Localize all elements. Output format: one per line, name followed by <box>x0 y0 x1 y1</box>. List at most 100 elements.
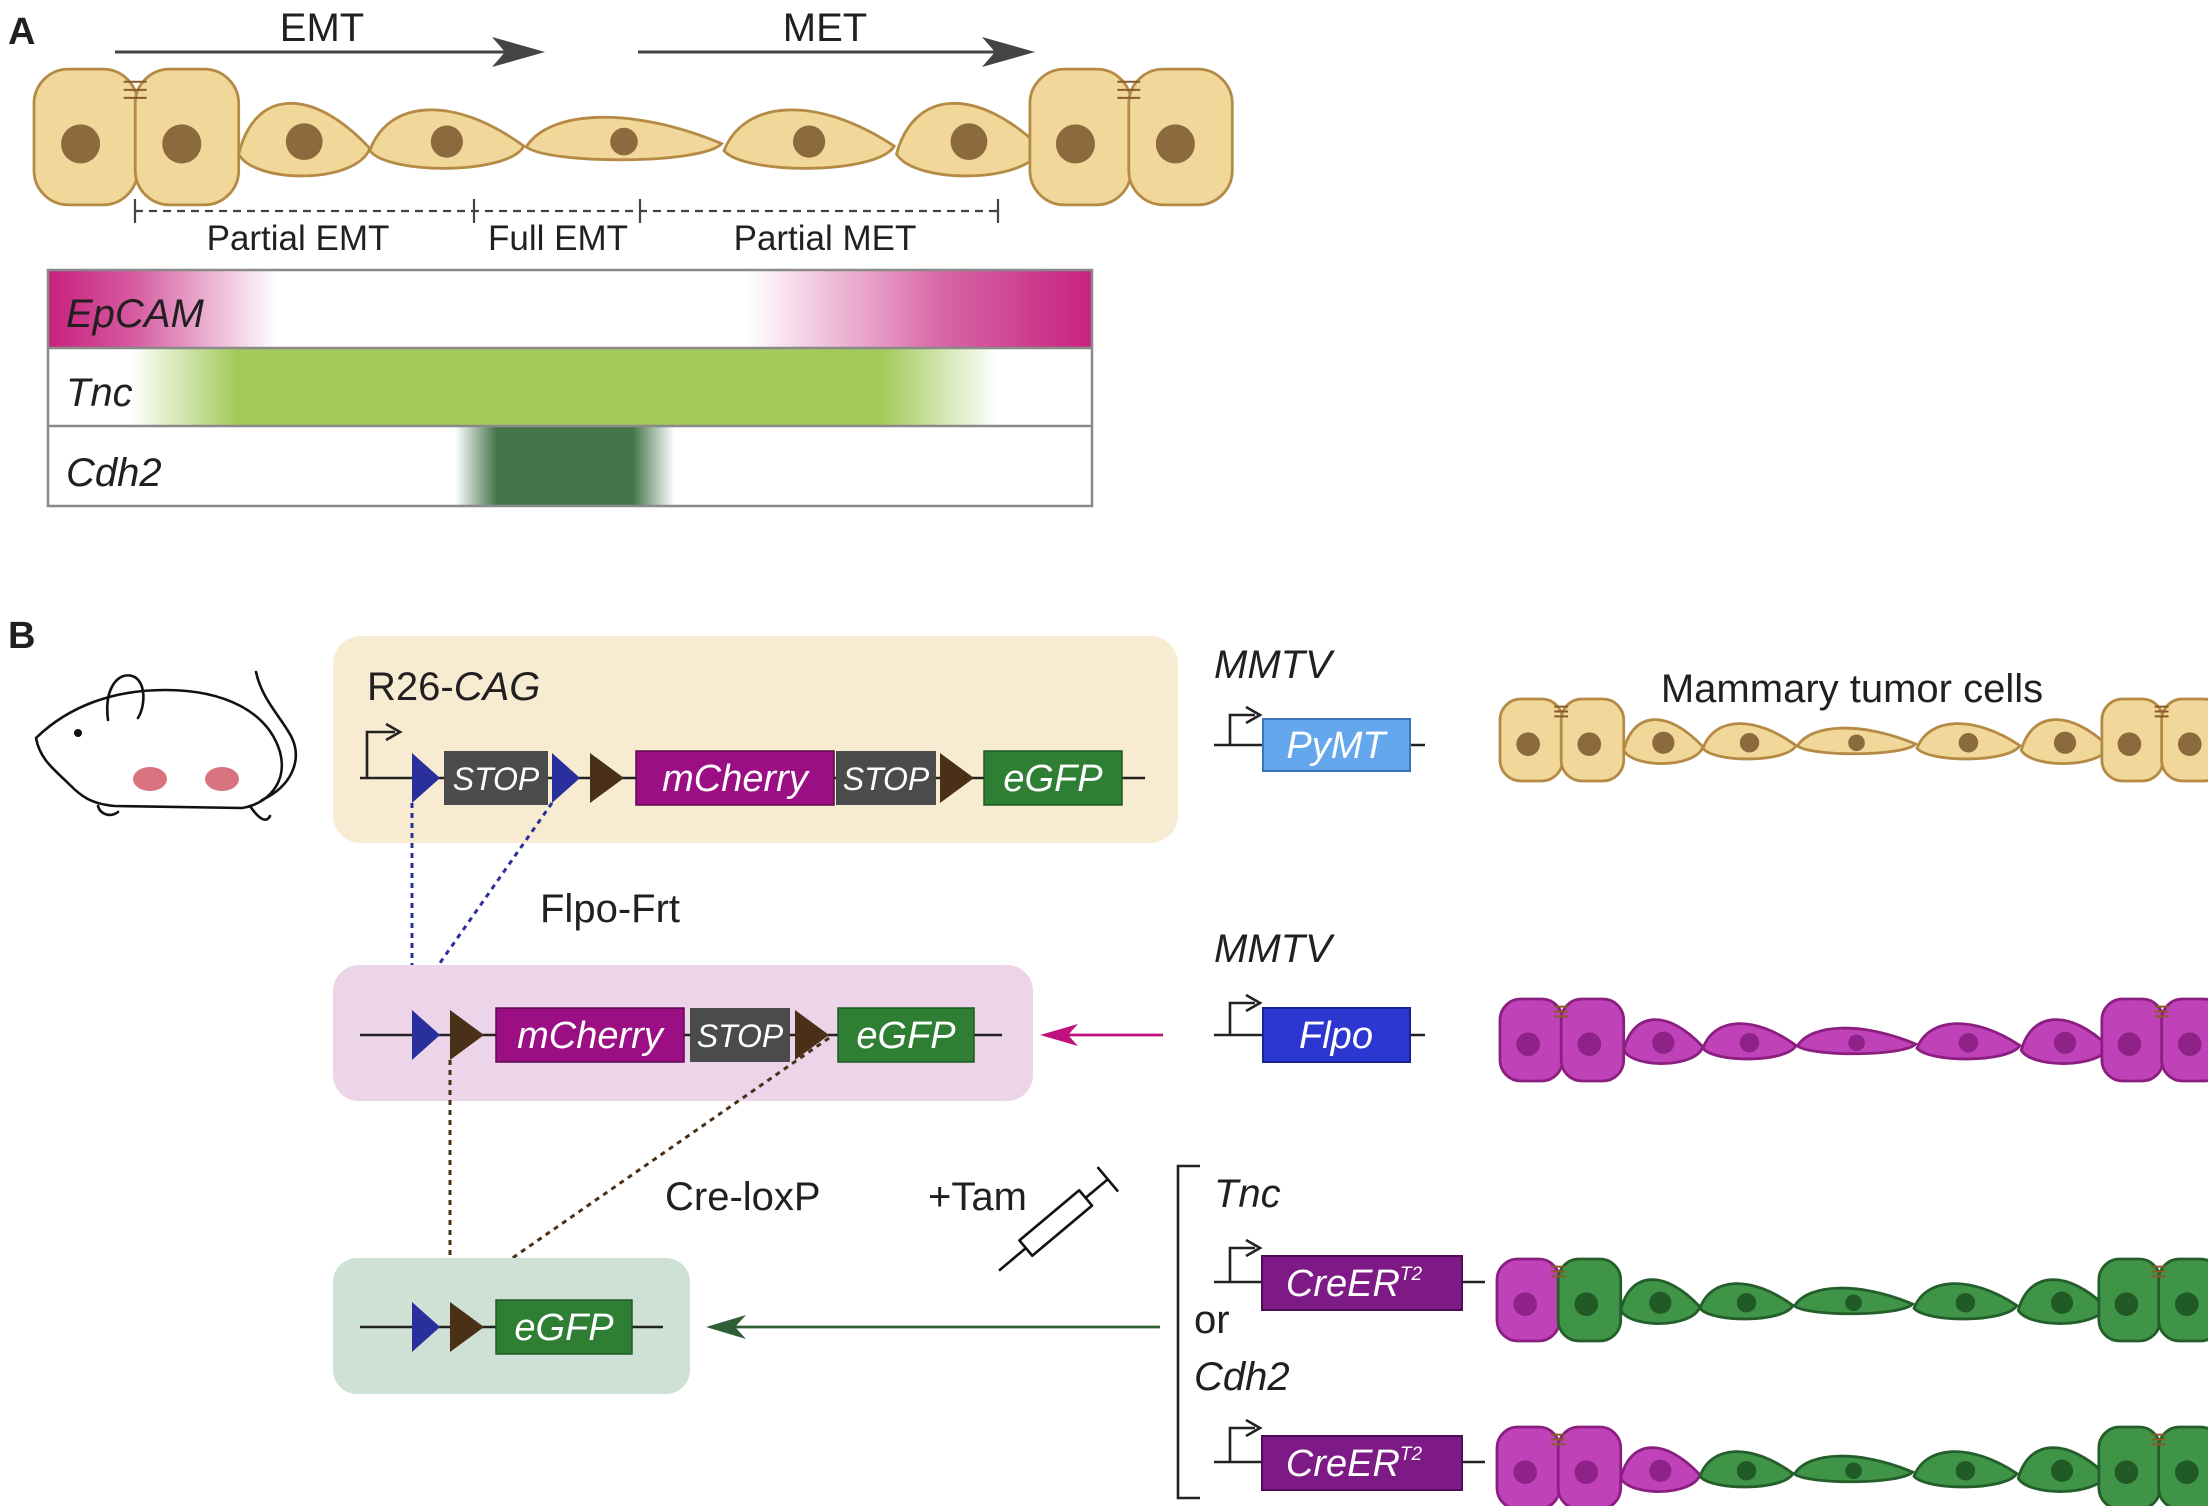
emt-row-nucleus <box>61 124 101 164</box>
epithelial-row-nucleus <box>1577 732 1602 756</box>
tumor-cell-row-tnc-traced <box>1495 1257 2208 1343</box>
panel-a-label: A <box>8 11 35 53</box>
cdh2-expression-band <box>48 426 1092 506</box>
tnc-traced-row-nucleus <box>2050 1291 2074 1314</box>
tnc-traced-row-nucleus <box>1845 1294 1862 1312</box>
svg-text:Flpo: Flpo <box>1299 1015 1373 1057</box>
tamoxifen-label: +Tam <box>928 1175 1027 1219</box>
epcam-expression-band <box>48 270 1092 348</box>
tnc-traced-row-nucleus <box>2174 1292 2199 1316</box>
emt-row-nucleus <box>950 123 988 160</box>
mmtv-label-1: MMTV <box>1214 643 1335 687</box>
epithelial-row-nucleus <box>1652 731 1675 754</box>
panel-b-label: B <box>8 615 35 657</box>
r26-cag-label: R26-CAG <box>367 665 540 709</box>
svg-text:STOP: STOP <box>843 761 930 797</box>
epithelial-row-nucleus <box>1516 732 1540 756</box>
creert2-box-cdh2 <box>1261 1435 1463 1491</box>
tnc-traced-row-nucleus <box>1513 1292 1537 1316</box>
emt-row-nucleus <box>1155 124 1195 164</box>
promoter-arrow <box>365 730 395 778</box>
epithelial-row-nucleus <box>2053 731 2077 754</box>
mcherry-row-nucleus <box>2053 1031 2077 1054</box>
loxp-recombination-line-2 <box>451 1036 830 1302</box>
mcherry-row-nucleus <box>1739 1033 1760 1053</box>
emt-cell-row <box>32 67 1234 207</box>
cdh2-traced-row-nucleus <box>1574 1460 1599 1484</box>
tnc-driver-label: Tnc <box>1214 1172 1281 1216</box>
emt-arrow-label: EMT <box>280 6 364 50</box>
tnc-traced-row-nucleus <box>1574 1292 1599 1316</box>
svg-text:PyMT: PyMT <box>1286 725 1388 767</box>
emt-row-nucleus <box>430 125 463 158</box>
loxp-site-4 <box>795 1010 829 1060</box>
epithelial-row-nucleus <box>1739 733 1760 753</box>
promoter-arrow <box>1228 1246 1255 1282</box>
epithelial-row-nucleus <box>2117 732 2142 756</box>
cdh2-driver-label: Cdh2 <box>1194 1355 1290 1399</box>
egfp-box-3 <box>495 1299 633 1355</box>
promoter-arrow <box>1228 1001 1255 1035</box>
frt-site-1 <box>412 753 440 803</box>
flpo-arrow <box>1040 1024 1163 1046</box>
svg-text:STOP: STOP <box>697 1018 784 1054</box>
tumor-cell-row-cdh2-traced <box>1495 1425 2208 1506</box>
frt-site-2 <box>552 753 580 803</box>
tumor-cell-row-mcherry <box>1498 997 2208 1083</box>
stop-box-1 <box>444 751 548 805</box>
mcherry-box-2 <box>495 1007 685 1063</box>
epcam-label: EpCAM <box>66 292 204 336</box>
emt-row-nucleus <box>285 123 323 160</box>
emt-row-nucleus <box>610 127 638 156</box>
svg-text:eGFP: eGFP <box>514 1307 614 1349</box>
egfp-box-1 <box>983 750 1123 806</box>
promoter-arrow <box>1228 713 1255 745</box>
cdh2-label: Cdh2 <box>66 451 162 495</box>
partial-emt-label: Partial EMT <box>207 219 390 258</box>
met-arrow-label: MET <box>783 6 867 50</box>
mcherry-row-nucleus <box>1958 1033 1979 1053</box>
epithelial-row-nucleus <box>1848 734 1865 752</box>
tnc-traced-row-nucleus <box>1955 1293 1976 1313</box>
cdh2-traced-row-nucleus <box>1736 1461 1757 1481</box>
mcherry-row-nucleus <box>1577 1032 1602 1056</box>
mmtv-label-2: MMTV <box>1214 927 1335 971</box>
stage-brackets <box>133 199 1000 223</box>
driver-bracket <box>1176 1164 1200 1500</box>
cre-loxp-label: Cre-loxP <box>665 1175 821 1219</box>
flpo-frt-label: Flpo-Frt <box>540 887 680 931</box>
syringe-icon <box>998 1166 1120 1272</box>
met-arrow <box>638 37 1035 67</box>
mcherry-row-nucleus <box>2117 1032 2142 1056</box>
or-label: or <box>1194 1298 1230 1342</box>
cdh2-traced-row-nucleus <box>2114 1460 2139 1484</box>
flpo-box <box>1262 1007 1411 1063</box>
egfp-box-2 <box>837 1007 975 1063</box>
cdh2-traced-row-nucleus <box>1955 1461 1976 1481</box>
stop-box-2 <box>836 751 936 805</box>
panel-a: A EMT MET Partial EMT Full EMT Partial M… <box>8 6 1234 508</box>
emt-row-nucleus <box>162 124 202 164</box>
tumor-cell-row-epithelial <box>1498 697 2208 783</box>
tnc-traced-row-nucleus <box>1649 1291 1672 1314</box>
mammary-tumor-cells-label: Mammary tumor cells <box>1661 667 2043 711</box>
creert2-box-tnc <box>1261 1255 1463 1311</box>
svg-text:CreERT2: CreERT2 <box>1286 1263 1423 1305</box>
mouse-icon <box>34 670 297 821</box>
panel-b: B R26-CAG STOP mCherry STOP eGFP <box>8 615 2208 1506</box>
emt-arrow <box>115 37 545 67</box>
svg-text:STOP: STOP <box>453 761 540 797</box>
pymt-box <box>1262 718 1411 772</box>
mcherry-row-nucleus <box>2177 1032 2202 1056</box>
tnc-traced-row-nucleus <box>1736 1293 1757 1313</box>
cre-arrow <box>706 1315 1160 1339</box>
svg-text:mCherry: mCherry <box>517 1015 665 1057</box>
epithelial-row-nucleus <box>2177 732 2202 756</box>
svg-text:CreERT2: CreERT2 <box>1286 1443 1423 1485</box>
emt-row-nucleus <box>793 125 826 158</box>
frt-site-3 <box>412 1010 440 1060</box>
loxp-site-5 <box>450 1302 484 1352</box>
loxp-site-2 <box>940 753 974 803</box>
svg-text:eGFP: eGFP <box>1003 758 1103 800</box>
